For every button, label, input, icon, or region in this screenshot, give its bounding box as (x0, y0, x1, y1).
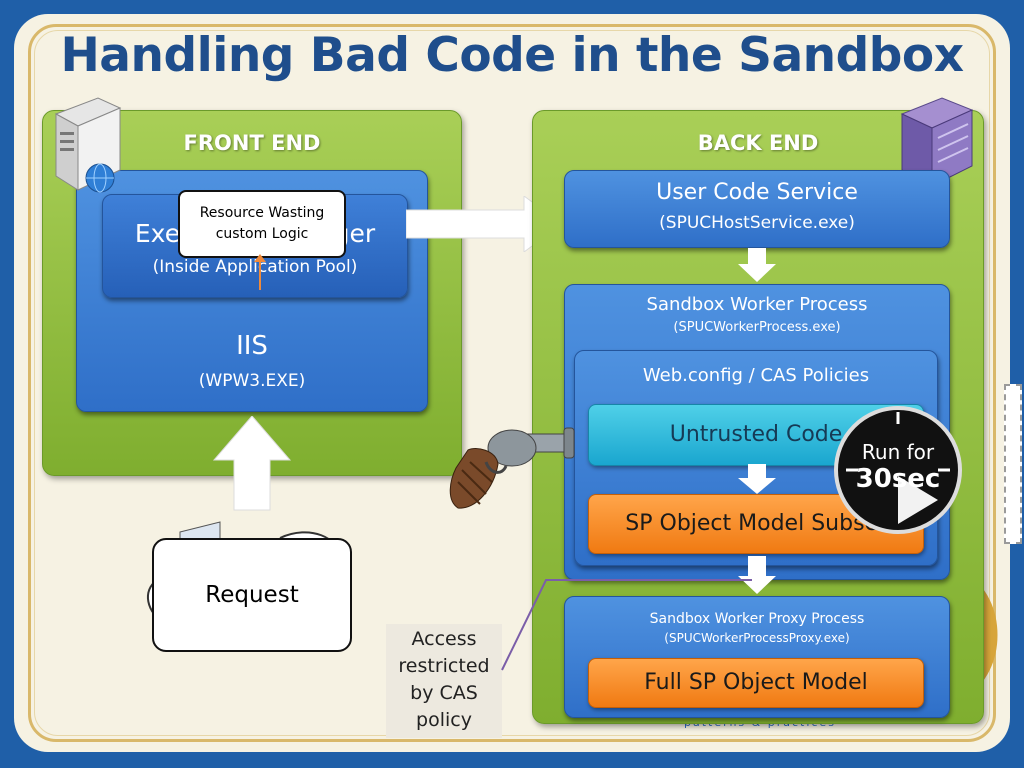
access-note-line4: policy (416, 709, 472, 731)
access-note-line3: by CAS (410, 682, 478, 704)
request-label: Request (205, 582, 299, 608)
down-arrow-icon (738, 248, 776, 282)
full-om-box: Full SP Object Model (588, 658, 924, 708)
access-note-line1: Access (411, 628, 477, 650)
stopwatch-icon (834, 406, 962, 534)
server-icon (54, 97, 122, 193)
om-subset-label: SP Object Model Subset (625, 511, 887, 536)
callout-line1: Resource Wasting (199, 205, 325, 221)
access-note-line2: restricted (398, 655, 490, 677)
access-note: Access restricted by CAS policy (386, 624, 502, 738)
back-end-label: BACK END (697, 131, 819, 155)
connector-line (501, 579, 752, 671)
timer-line1: Run for (861, 440, 935, 464)
down-arrow-icon-2 (738, 464, 776, 494)
front-end-label: FRONT END (183, 131, 321, 155)
user-code-service-subtitle: (SPUCHostService.exe) (659, 213, 855, 233)
execution-manager-subtitle: (Inside Application Pool) (152, 257, 358, 277)
timer-line2: 30sec (855, 464, 941, 494)
proxy-process-subtitle: (SPUCWorkerProcessProxy.exe) (664, 631, 850, 645)
down-arrow-icon-3 (738, 556, 776, 594)
sandbox-worker-subtitle: (SPUCWorkerProcess.exe) (673, 320, 841, 335)
user-code-service-title: User Code Service (656, 180, 858, 205)
proxy-process-title: Sandbox Worker Proxy Process (649, 611, 865, 627)
slide-frame-inner (34, 30, 990, 736)
iis-subtitle: (WPW3.EXE) (198, 371, 306, 391)
edge-panel (1004, 384, 1022, 544)
slide-frame (28, 24, 996, 742)
up-arrow-small-icon (254, 254, 266, 290)
request-box: Request (152, 538, 352, 652)
iis-title: IIS (236, 331, 268, 361)
cas-policies-title: Web.config / CAS Policies (642, 365, 870, 386)
server-rack-icon (900, 97, 974, 187)
up-arrow-icon (212, 416, 292, 511)
callout-line2: custom Logic (215, 226, 309, 242)
untrusted-code-label: Untrusted Code (669, 422, 843, 447)
page-title: Handling Bad Code in the Sandbox (60, 28, 964, 83)
user-code-service-box: User Code Service (SPUCHostService.exe) (564, 170, 950, 248)
full-om-label: Full SP Object Model (644, 670, 868, 695)
timer-label: Run for 30sec (840, 440, 956, 494)
pistol-icon (449, 427, 575, 509)
sandbox-worker-title: Sandbox Worker Process (646, 294, 868, 315)
resource-wasting-callout: Resource Wasting custom Logic (178, 190, 346, 258)
